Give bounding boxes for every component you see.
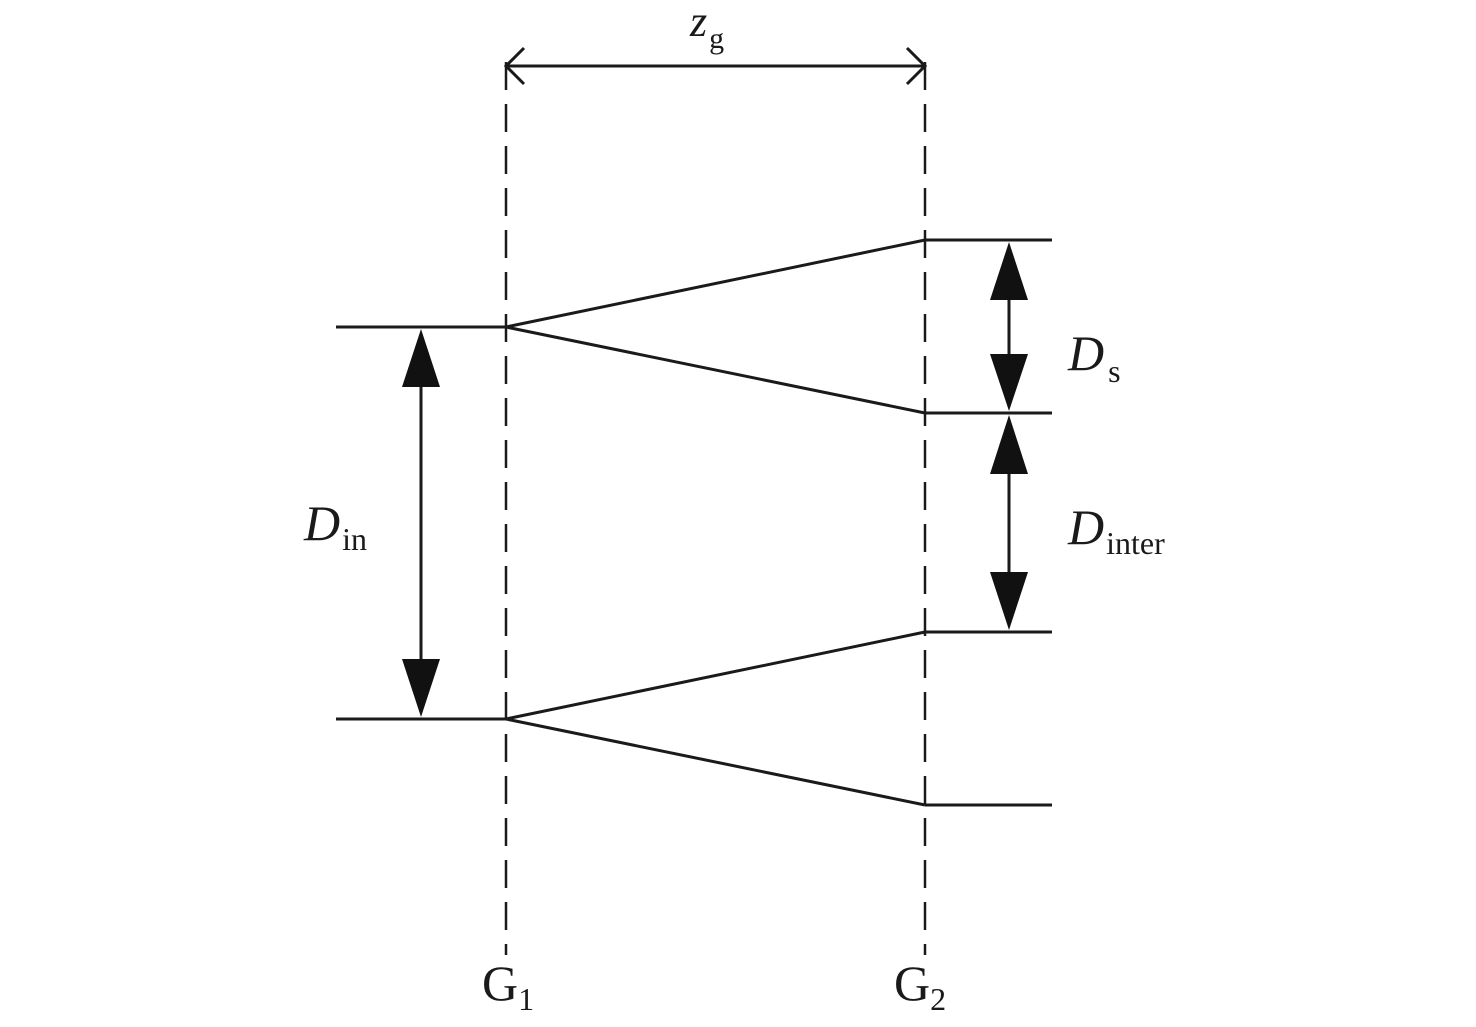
d-s-arrow-top-head	[990, 242, 1028, 300]
d-in-label: Din	[303, 495, 367, 557]
d-inter-label: Dinter	[1067, 499, 1165, 561]
d-inter-dimension-arrow	[990, 415, 1028, 630]
d-s-dimension-arrow	[990, 242, 1028, 411]
beam-upper-split-top	[505, 238, 926, 329]
beam-upper	[336, 238, 1052, 415]
d-inter-arrow-bottom-head	[990, 572, 1028, 630]
beam-lower-split-top	[505, 630, 926, 721]
zg-dimension-arrow	[503, 46, 928, 86]
d-in-arrow-bottom-head	[402, 659, 440, 717]
d-in-arrow-top-head	[402, 329, 440, 387]
g1-label: G1	[482, 955, 534, 1017]
zg-label: zg	[689, 0, 724, 55]
d-inter-arrow-top-head	[990, 415, 1028, 474]
beam-upper-split-bottom	[505, 325, 926, 415]
d-in-dimension-arrow	[402, 329, 440, 717]
beam-lower-split-bottom	[505, 717, 926, 807]
beam-lower	[336, 630, 1052, 807]
zg-arrow-left-head	[503, 46, 526, 86]
zg-arrow-right-head	[905, 46, 928, 86]
d-s-arrow-bottom-head	[990, 354, 1028, 411]
g2-label: G2	[894, 955, 946, 1017]
